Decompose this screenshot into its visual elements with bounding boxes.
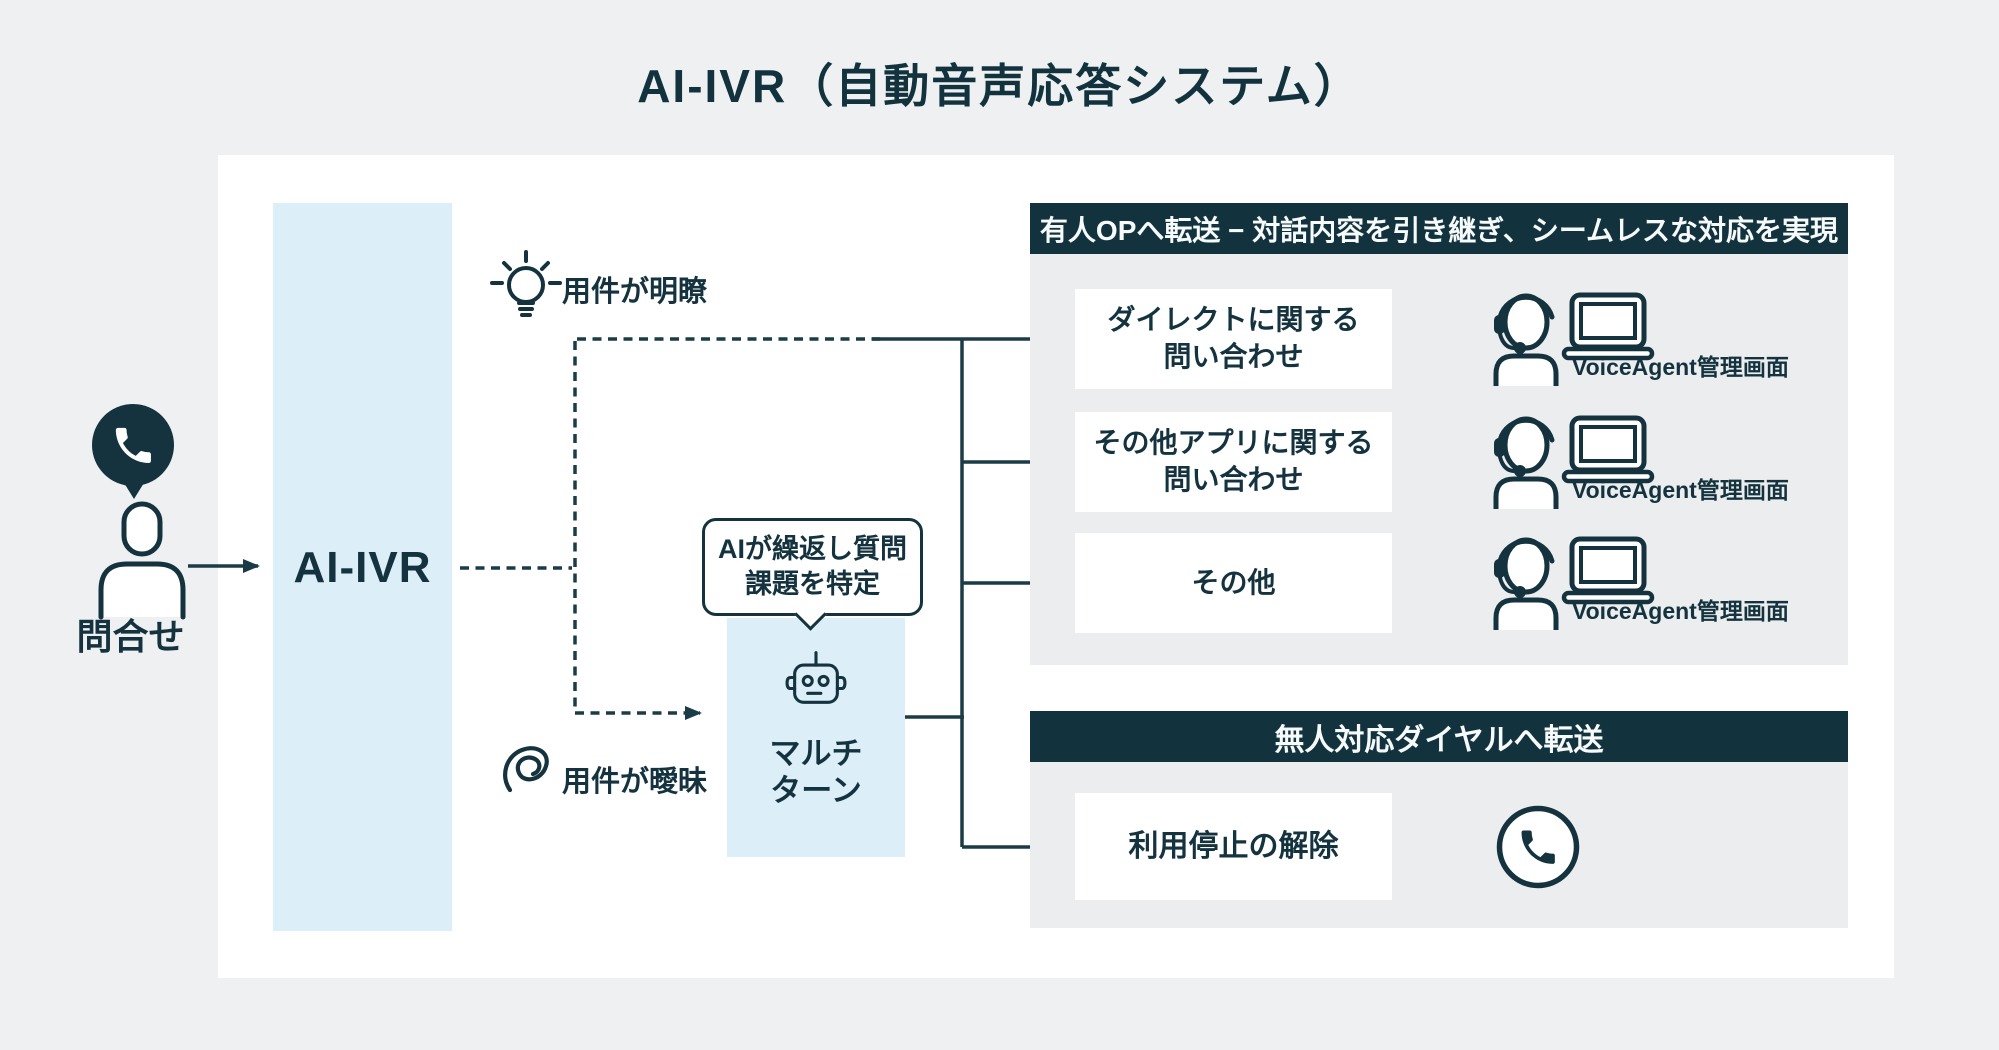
flow-box-suspension: 利用停止の解除 bbox=[1075, 793, 1392, 900]
phone-circle-icon bbox=[1494, 803, 1582, 891]
multiturn-line2: ターン bbox=[770, 773, 862, 809]
page-title: AI-IVR（自動音声応答システム） bbox=[637, 60, 1362, 112]
ivr-column bbox=[273, 203, 452, 931]
flow-box-other-apps: その他アプリに関する 問い合わせ bbox=[1075, 412, 1392, 512]
squiggle-icon bbox=[500, 742, 560, 798]
flow-box-direct-line1: ダイレクトに関する bbox=[1107, 304, 1360, 336]
human-op-header: 有人OPへ転送 − 対話内容を引き継ぎ、シームレスな対応を実現 bbox=[1030, 203, 1848, 254]
voiceagent-label: VoiceAgent管理画面 bbox=[1572, 598, 1789, 624]
flow-box-other-apps-line1: その他アプリに関する bbox=[1093, 427, 1374, 459]
caller-label: 問合せ bbox=[76, 616, 185, 657]
flow-box-direct-line2: 問い合わせ bbox=[1163, 341, 1304, 372]
robot-icon bbox=[785, 644, 847, 722]
flow-box-other-apps-line2: 問い合わせ bbox=[1163, 464, 1304, 495]
flow-box-suspension-label: 利用停止の解除 bbox=[1128, 829, 1339, 863]
flow-box-direct: ダイレクトに関する 問い合わせ bbox=[1075, 289, 1392, 389]
bubble-line2: 課題を特定 bbox=[745, 569, 880, 599]
multiturn-label: マルチ ターン bbox=[727, 735, 905, 809]
flow-box-other: その他 bbox=[1075, 533, 1392, 633]
unmanned-header: 無人対応ダイヤルへ転送 bbox=[1030, 711, 1848, 762]
voiceagent-label: VoiceAgent管理画面 bbox=[1572, 354, 1789, 380]
voiceagent-label: VoiceAgent管理画面 bbox=[1572, 477, 1789, 503]
ai-question-bubble: AIが繰返し質問 課題を特定 bbox=[702, 518, 923, 616]
branch-vague-label: 用件が曖昧 bbox=[562, 766, 708, 798]
caller-person-icon bbox=[92, 500, 192, 620]
ivr-label: AI-IVR bbox=[293, 543, 432, 592]
lightbulb-icon bbox=[486, 245, 566, 329]
bubble-line1: AIが繰返し質問 bbox=[718, 534, 907, 565]
branch-clear-label: 用件が明瞭 bbox=[562, 276, 708, 308]
flow-box-other-line1: その他 bbox=[1191, 566, 1276, 598]
multiturn-line1: マルチ bbox=[769, 736, 863, 771]
